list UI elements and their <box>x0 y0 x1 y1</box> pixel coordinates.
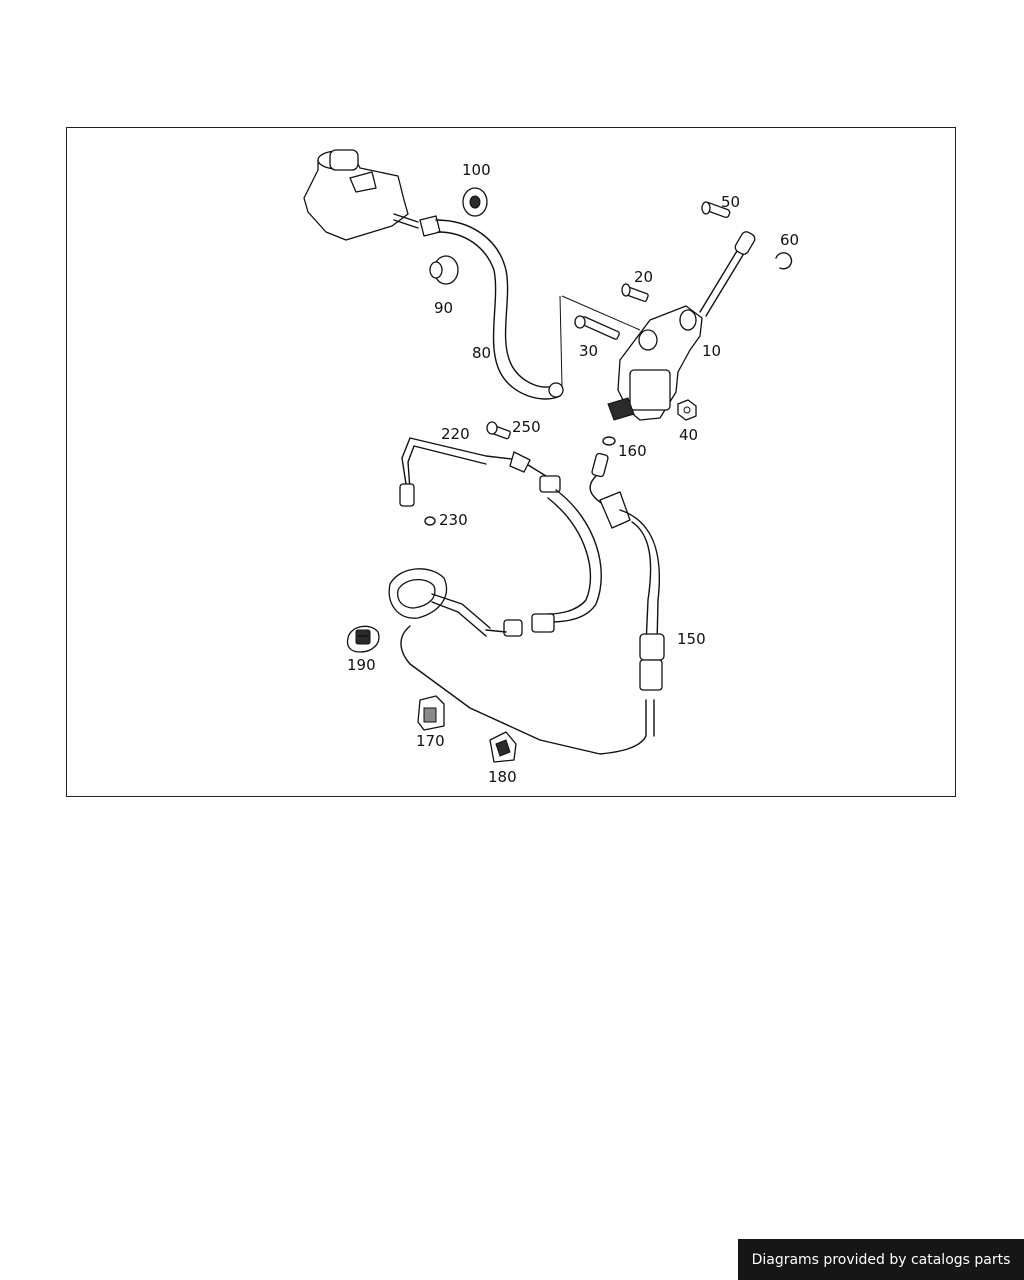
callout-100[interactable]: 100 <box>462 161 491 179</box>
callout-250[interactable]: 250 <box>512 418 541 436</box>
diagram-credit-badge: Diagrams provided by catalogs parts <box>738 1239 1024 1280</box>
callout-150[interactable]: 150 <box>677 630 706 648</box>
master-cylinder-10 <box>607 231 756 421</box>
cap-90 <box>429 255 459 285</box>
callout-20[interactable]: 20 <box>634 268 654 286</box>
callout-10[interactable]: 10 <box>702 342 722 360</box>
slave-cylinder <box>388 568 523 637</box>
callout-190[interactable]: 190 <box>347 656 376 674</box>
callout-80[interactable]: 80 <box>472 344 492 362</box>
pressure-line-150 <box>400 452 665 755</box>
bracket-190 <box>346 625 380 653</box>
line-220 <box>399 437 602 633</box>
callout-30[interactable]: 30 <box>579 342 599 360</box>
callout-90[interactable]: 90 <box>434 299 454 317</box>
callout-50[interactable]: 50 <box>721 193 741 211</box>
callout-60[interactable]: 60 <box>780 231 800 249</box>
o-ring-230 <box>424 516 436 526</box>
pin-50 <box>701 201 731 219</box>
nut-40 <box>677 399 697 421</box>
reservoir-part <box>303 149 419 241</box>
clip-60 <box>775 252 793 270</box>
bolt-30 <box>574 315 620 340</box>
bolt-20 <box>621 283 649 302</box>
callout-220[interactable]: 220 <box>441 425 470 443</box>
callout-180[interactable]: 180 <box>488 768 517 786</box>
diagram-credit-text: Diagrams provided by catalogs parts <box>751 1251 1011 1268</box>
callout-230[interactable]: 230 <box>439 511 468 529</box>
bolt-250 <box>486 421 511 440</box>
diagram-frame <box>66 127 956 797</box>
callout-170[interactable]: 170 <box>416 732 445 750</box>
hose-80 <box>419 215 641 400</box>
callout-40[interactable]: 40 <box>679 426 699 444</box>
clip-180 <box>489 731 517 763</box>
callout-160[interactable]: 160 <box>618 442 647 460</box>
clip-170 <box>417 695 445 731</box>
o-ring-160 <box>602 436 616 446</box>
grommet-100 <box>462 187 488 217</box>
